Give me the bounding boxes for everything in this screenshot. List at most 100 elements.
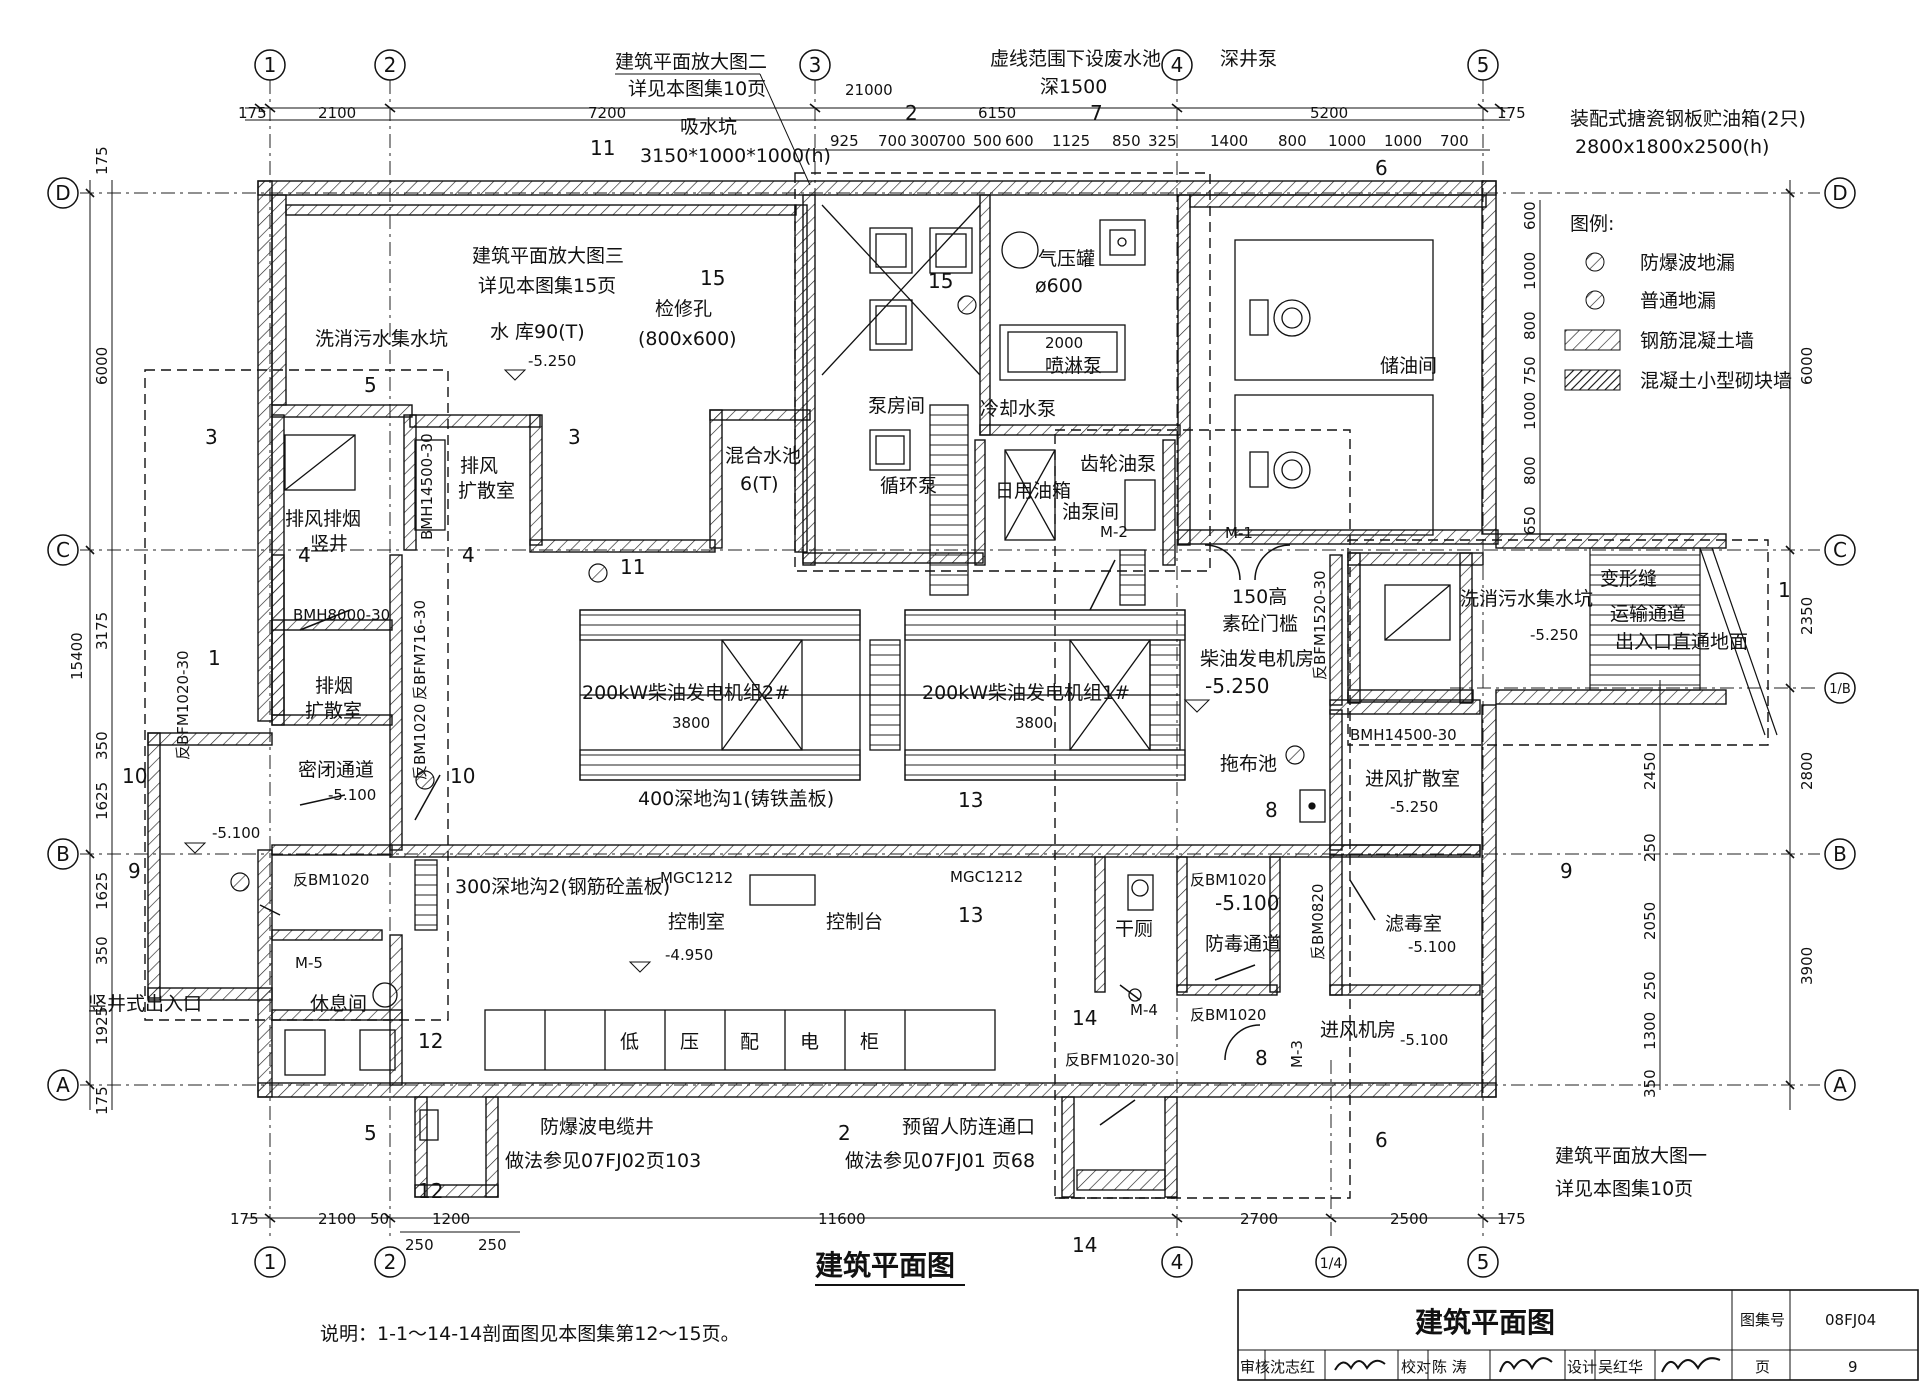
svg-text:M-1: M-1 [1225, 524, 1253, 542]
svg-text:吸水坑: 吸水坑 [680, 116, 737, 138]
svg-text:6: 6 [1375, 156, 1388, 180]
svg-text:低: 低 [620, 1031, 639, 1053]
svg-text:175: 175 [93, 146, 111, 175]
svg-text:详见本图集10页: 详见本图集10页 [628, 78, 766, 100]
low-voltage-cabinet [484, 874, 996, 1071]
svg-text:虚线范围下设废水池: 虚线范围下设废水池 [990, 48, 1161, 70]
svg-text:700: 700 [937, 132, 966, 150]
svg-text:3: 3 [205, 425, 218, 449]
svg-text:建筑平面图: 建筑平面图 [815, 1249, 955, 1282]
svg-text:说明：1-1～14-14剖面图见本图集第12～15页。: 说明：1-1～14-14剖面图见本图集第12～15页。 [320, 1323, 740, 1345]
svg-text:4: 4 [298, 543, 311, 567]
svg-text:350: 350 [1641, 1069, 1659, 1098]
svg-text:反BFM716-30: 反BFM716-30 [411, 600, 429, 700]
svg-text:300深地沟2(钢筋砼盖板): 300深地沟2(钢筋砼盖板) [455, 876, 670, 898]
svg-text:钢筋混凝土墙: 钢筋混凝土墙 [1640, 330, 1754, 352]
svg-text:排风: 排风 [460, 455, 498, 477]
svg-text:2500: 2500 [1390, 1210, 1428, 1228]
axis-bubble: 5 [1467, 1246, 1499, 1278]
svg-text:2: 2 [384, 53, 397, 77]
svg-text:1625: 1625 [93, 872, 111, 910]
svg-text:防爆波电缆井: 防爆波电缆井 [540, 1116, 654, 1138]
svg-text:洗消污水集水坑: 洗消污水集水坑 [315, 328, 448, 350]
svg-text:1925: 1925 [93, 1007, 111, 1045]
svg-text:175: 175 [1497, 1210, 1526, 1228]
axis-bubble: A [47, 1069, 79, 1101]
annotations: 建筑平面放大图二 详见本图集10页 建筑平面放大图三 详见本图集15页 虚线范围… [455, 48, 1806, 1200]
door-codes: BMH14500-30 BMH8000-30 反BFM716-30 反BFM10… [174, 433, 1457, 1069]
svg-text:325: 325 [1148, 132, 1177, 150]
svg-text:6: 6 [1375, 1128, 1388, 1152]
svg-text:1/B: 1/B [1829, 682, 1851, 697]
left-dimensions: 15400 175 6000 3175 350 1625 1625 350 19… [68, 146, 111, 1115]
oil-tanks [1234, 239, 1434, 536]
svg-text:6000: 6000 [1798, 347, 1816, 385]
blast-floor-drain-icon [230, 872, 250, 892]
svg-text:2050: 2050 [1641, 902, 1659, 940]
svg-text:1: 1 [208, 646, 221, 670]
svg-text:装配式搪瓷钢板贮油箱(2只): 装配式搪瓷钢板贮油箱(2只) [1570, 108, 1806, 130]
exhaust-shaft-label: 排风排烟 [285, 508, 361, 530]
axis-bubble: D [47, 177, 79, 209]
svg-text:800: 800 [1278, 132, 1307, 150]
svg-text:反BM1020: 反BM1020 [1190, 871, 1266, 889]
svg-text:B: B [1833, 842, 1847, 866]
signature-icon [1334, 1359, 1386, 1371]
axis-bubble: 4 [1161, 49, 1193, 81]
svg-text:6000: 6000 [93, 347, 111, 385]
svg-text:A: A [56, 1073, 70, 1097]
svg-text:B: B [56, 842, 70, 866]
svg-text:-5.100: -5.100 [212, 824, 260, 842]
svg-text:齿轮油泵: 齿轮油泵 [1080, 453, 1156, 475]
svg-text:11600: 11600 [818, 1210, 866, 1228]
svg-text:泵房间: 泵房间 [868, 395, 925, 417]
svg-text:控制台: 控制台 [826, 911, 883, 933]
svg-text:1: 1 [264, 53, 277, 77]
axis-bubble: 5 [1467, 49, 1499, 81]
svg-text:控制室: 控制室 [668, 911, 725, 933]
svg-text:150高: 150高 [1232, 586, 1287, 608]
svg-text:密闭通道: 密闭通道 [298, 759, 374, 781]
svg-text:防爆波地漏: 防爆波地漏 [1640, 252, 1735, 274]
svg-text:700: 700 [1440, 132, 1469, 150]
svg-text:配: 配 [740, 1031, 759, 1053]
svg-text:10: 10 [122, 764, 147, 788]
svg-text:做法参见07FJ02页103: 做法参见07FJ02页103 [505, 1150, 701, 1172]
svg-text:13: 13 [958, 788, 983, 812]
svg-text:-5.250: -5.250 [528, 352, 576, 370]
svg-text:3800: 3800 [1015, 714, 1053, 732]
svg-text:21000: 21000 [845, 81, 893, 99]
axis-bubble: 1 [254, 49, 286, 81]
axis-bubble: D [1824, 177, 1856, 209]
svg-text:日用油箱: 日用油箱 [995, 480, 1071, 502]
top-dimensions: 21000 175 2100 7200 6150 5200 175 925 70… [238, 81, 1526, 150]
svg-text:-5.100: -5.100 [1400, 1031, 1448, 1049]
axis-bubble: 2 [374, 49, 406, 81]
axis-bubble: 1/4 [1315, 1246, 1347, 1278]
section-marks: 1 1 2 2 3 3 4 4 5 5 6 6 7 8 8 9 9 10 10 … [122, 101, 1791, 1257]
svg-text:柜: 柜 [860, 1031, 879, 1053]
svg-text:9: 9 [128, 859, 141, 883]
svg-text:350: 350 [93, 731, 111, 760]
right-dimensions: 6000 2350 2800 3900 2450 250 2050 250 13… [1521, 201, 1816, 1098]
svg-text:深1500: 深1500 [1040, 76, 1107, 98]
svg-text:800: 800 [1521, 311, 1539, 340]
blast-floor-drain-icon [957, 295, 977, 315]
svg-text:850: 850 [1112, 132, 1141, 150]
svg-text:防毒通道: 防毒通道 [1205, 933, 1281, 955]
svg-text:700: 700 [878, 132, 907, 150]
water-tank-label: 水 库90(T) [490, 321, 585, 343]
svg-text:8: 8 [1255, 1046, 1268, 1070]
svg-text:M-3: M-3 [1288, 1040, 1306, 1068]
svg-text:建筑平面放大图二: 建筑平面放大图二 [615, 51, 767, 73]
svg-text:-5.100: -5.100 [1408, 938, 1456, 956]
svg-text:3: 3 [809, 53, 822, 77]
svg-text:反BM0820: 反BM0820 [1309, 884, 1327, 960]
svg-text:6(T): 6(T) [740, 473, 779, 495]
svg-text:925: 925 [830, 132, 859, 150]
svg-text:-5.250: -5.250 [1205, 674, 1269, 698]
svg-text:检修孔: 检修孔 [655, 298, 712, 320]
svg-text:详见本图集15页: 详见本图集15页 [478, 275, 616, 297]
svg-text:喷淋泵: 喷淋泵 [1045, 355, 1102, 377]
svg-text:休息间: 休息间 [310, 993, 367, 1015]
